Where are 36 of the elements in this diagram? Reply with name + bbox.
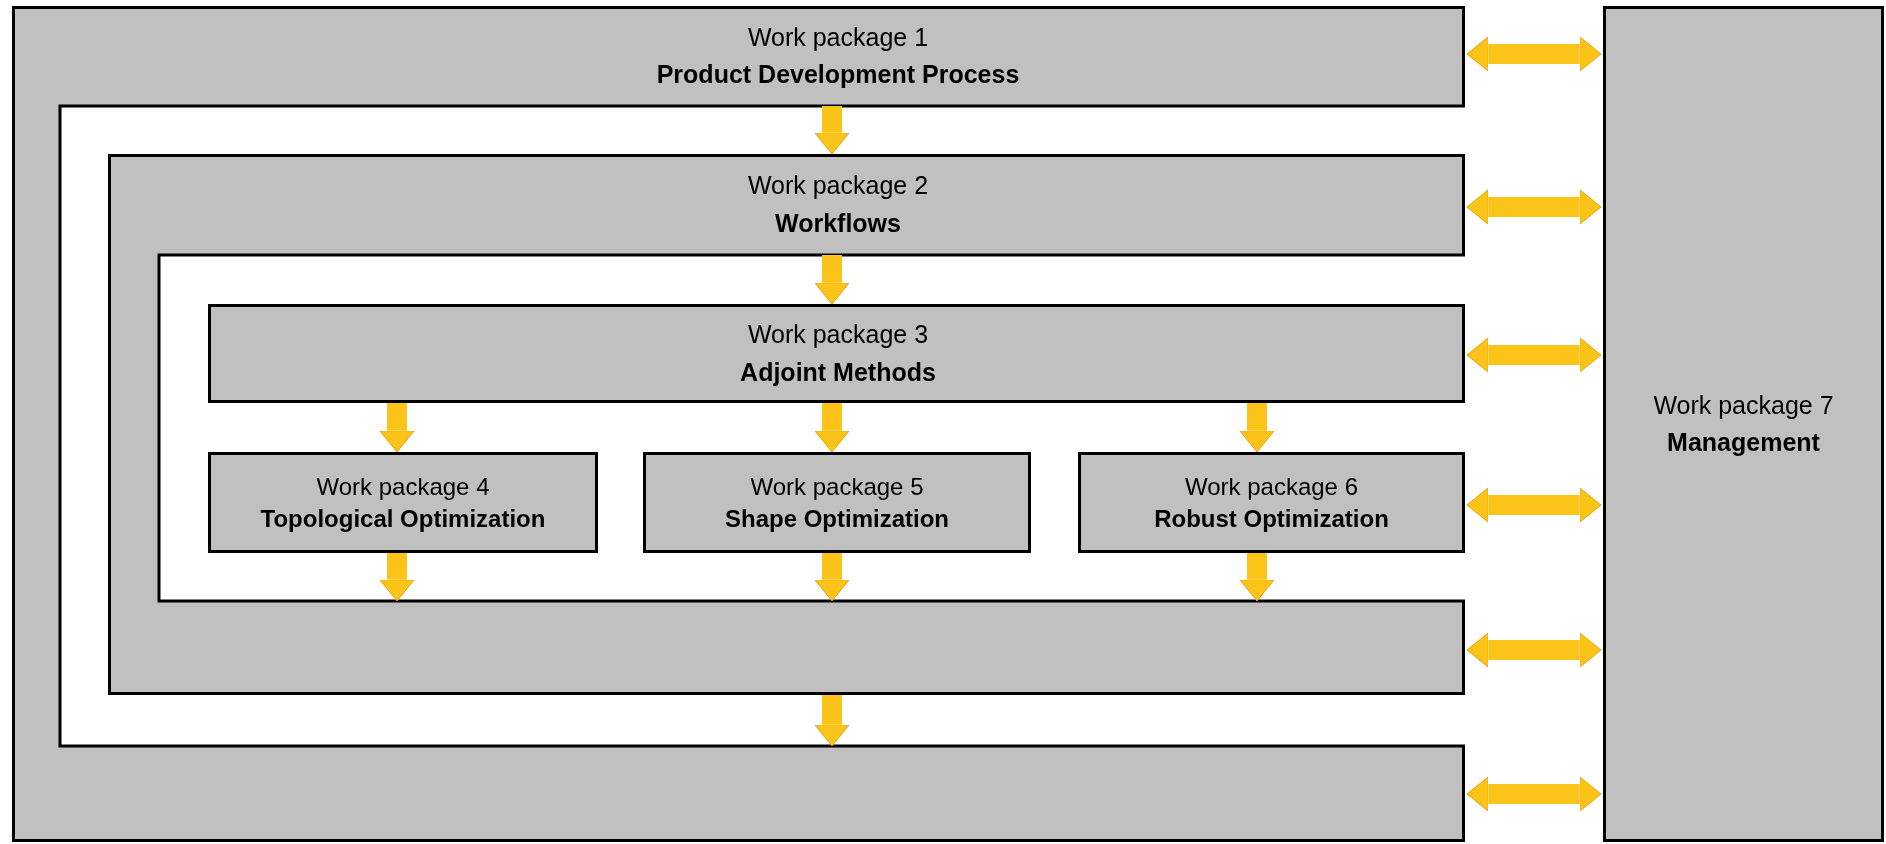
- double-arrow: [1466, 337, 1602, 373]
- double-arrow: [1466, 36, 1602, 72]
- arrow: [814, 553, 850, 602]
- double-arrow: [1466, 632, 1602, 668]
- package-title: Workflows: [775, 207, 901, 239]
- work-package-box: [643, 452, 1031, 553]
- package-number: Work package 4: [316, 472, 490, 503]
- arrow: [1239, 403, 1275, 453]
- package-number: Work package 5: [750, 472, 924, 503]
- package-title: Management: [1667, 427, 1820, 458]
- arrow: [814, 695, 850, 747]
- work-package-frame: [108, 154, 1465, 695]
- package-number: Work package 3: [747, 319, 929, 350]
- work-package-box: [1078, 452, 1465, 553]
- arrow: [379, 403, 415, 453]
- double-arrow: [1466, 189, 1602, 225]
- work-package-frame: [12, 6, 1465, 842]
- package-title: Topological Optimization: [260, 503, 546, 534]
- package-title: Robust Optimization: [1154, 503, 1389, 534]
- package-number: Work package 7: [1653, 389, 1834, 421]
- package-number: Work package 1: [747, 21, 929, 53]
- work-package-box: [208, 452, 598, 553]
- work-package-box: [1603, 6, 1884, 842]
- arrow: [814, 255, 850, 305]
- arrow: [814, 106, 850, 155]
- double-arrow: [1466, 487, 1602, 523]
- double-arrow: [1466, 776, 1602, 812]
- package-title: Adjoint Methods: [740, 356, 936, 388]
- arrow: [814, 403, 850, 453]
- package-number: Work package 2: [747, 170, 929, 201]
- arrow: [1239, 553, 1275, 602]
- package-number: Work package 6: [1185, 472, 1358, 503]
- package-title: Product Development Process: [656, 59, 1020, 90]
- arrow: [379, 553, 415, 602]
- work-package-box: [208, 304, 1465, 403]
- package-title: Shape Optimization: [725, 503, 949, 534]
